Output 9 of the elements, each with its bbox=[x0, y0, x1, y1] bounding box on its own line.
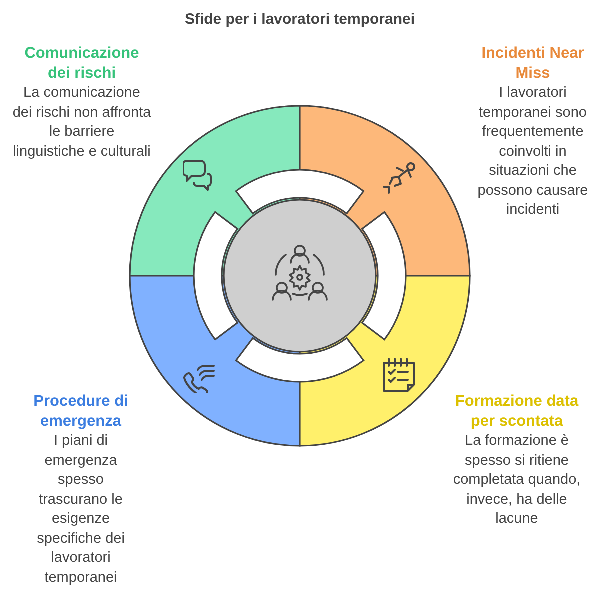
segment-description: I piani di emergenza spesso trascurano le esigenze specifiche dei lavoratori temporanei bbox=[36, 432, 126, 588]
diagram-title: Sfide per i lavoratori temporanei bbox=[184, 10, 416, 30]
segment-heading: Procedure di emergenza bbox=[32, 392, 130, 432]
segment-heading: Comunicazione dei rischi bbox=[24, 44, 140, 84]
segment-heading: Formazione data per scontata bbox=[454, 392, 580, 432]
segment-description: La formazione è spesso si ritiene completata quando, invece, ha delle lacune bbox=[452, 432, 582, 529]
segment-heading: Incidenti Near Miss bbox=[480, 44, 586, 84]
segment-description: I lavoratori temporanei sono frequentemente coinvolti in situazioni che possono causare incidenti bbox=[476, 84, 590, 220]
segment-description: La comunicazione dei rischi non affronta le barriere linguistiche e culturali bbox=[12, 84, 152, 162]
